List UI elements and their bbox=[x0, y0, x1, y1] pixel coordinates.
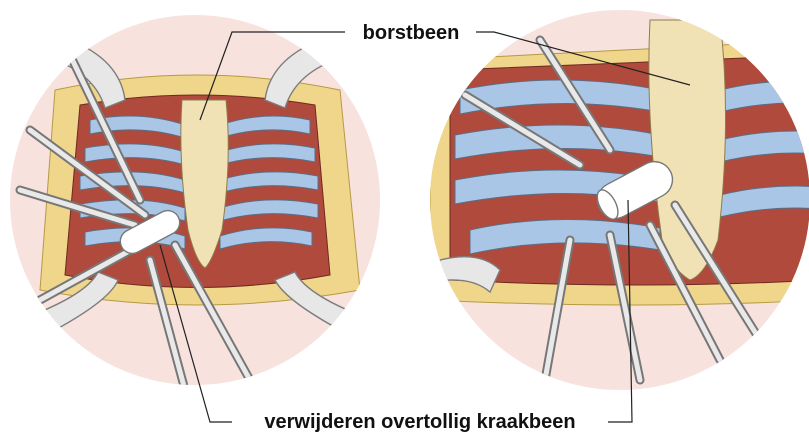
sternum-label: borstbeen bbox=[363, 22, 460, 44]
left-surgical-view bbox=[10, 15, 380, 390]
cartilage-label: verwijderen overtollig kraakbeen bbox=[264, 411, 575, 433]
right-surgical-view bbox=[430, 10, 809, 390]
